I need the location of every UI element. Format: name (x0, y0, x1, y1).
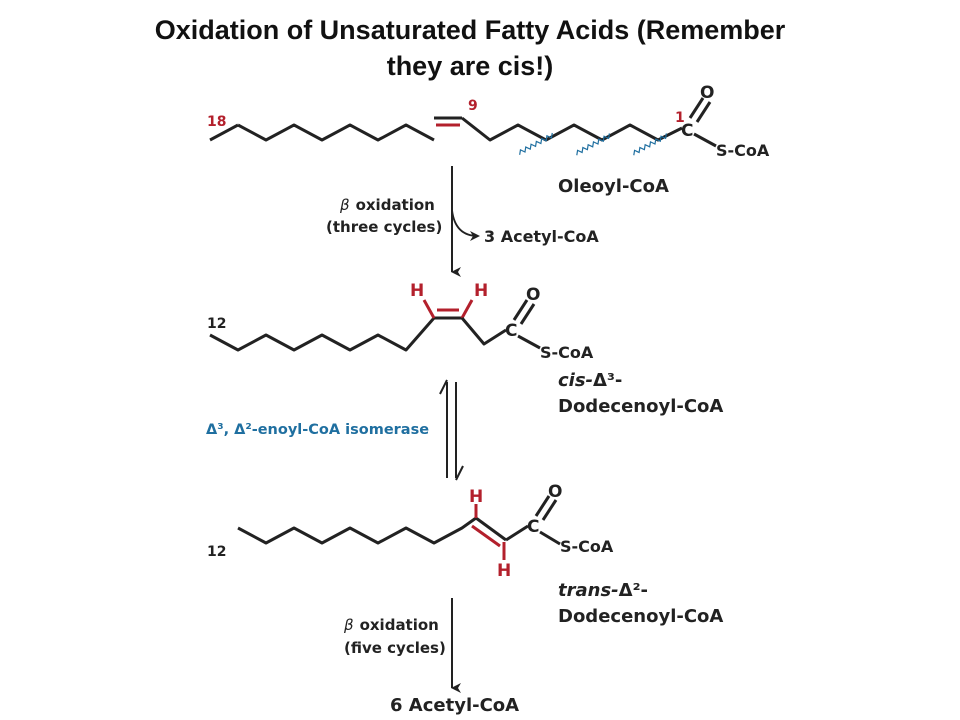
cleavage-mark-2 (576, 133, 610, 156)
cis-name-line-1: cis-Δ³- (558, 370, 622, 391)
step1-label-line-2: (three cycles) (326, 218, 442, 236)
oleoyl-chain-left (237, 123, 435, 142)
cis-h-left: H (410, 281, 424, 301)
equilibrium-right-head (455, 465, 464, 481)
cleavage-mark-1 (519, 132, 553, 155)
isomerase-step: Δ³, Δ²-enoyl-CoA isomerase (206, 379, 464, 481)
trans-double-bond-highlight (471, 524, 501, 548)
oleoyl-oxygen: O (700, 83, 714, 103)
oleoyl-co-bond-1 (688, 97, 705, 119)
cis-h-left-bond (422, 299, 436, 319)
trans-co-bond-1 (534, 495, 551, 517)
cis-c12-label: 12 (207, 316, 226, 332)
cis-h-right-bond (460, 299, 474, 319)
oleoyl-carbon: C (681, 121, 693, 141)
cis-delta: Δ³- (593, 370, 622, 391)
trans-cs-bond (539, 530, 561, 546)
cis-chain-end (460, 317, 507, 346)
trans-double-bond (475, 516, 507, 542)
page-title: Oxidation of Unsaturated Fatty Acids (Re… (70, 12, 870, 84)
cis-h-right: H (474, 281, 488, 301)
cis-name-line-2: Dodecenoyl-CoA (558, 396, 723, 417)
step2-label-line-2: (five cycles) (344, 639, 446, 657)
cis-cs-bond (517, 334, 541, 350)
cis-s-coa: S-CoA (540, 343, 594, 362)
c1-label: 1 (675, 110, 685, 126)
trans-c12-label: 12 (207, 544, 226, 560)
trans-oxygen: O (548, 482, 562, 502)
cleavage-mark-3 (633, 133, 667, 156)
equilibrium-left-head (439, 379, 448, 395)
oleoyl-coa-structure: 18 9 1 C O S-CoA Oleoyl-CoA (207, 83, 770, 197)
title-line-1: Oxidation of Unsaturated Fatty Acids (Re… (154, 15, 786, 45)
step1-beta-symbol: β (339, 196, 350, 214)
trans-dodecenoyl-coa-structure: 12 H H C O S-CoA trans-Δ²- Dodecenoyl-Co… (207, 482, 723, 627)
oleoyl-cs-bond (693, 132, 717, 148)
cis-co-bond-2 (519, 303, 536, 325)
oleoyl-coa-name: Oleoyl-CoA (558, 176, 669, 197)
oleoyl-chain-start (209, 123, 239, 142)
step2-label-line-1: β oxidation (343, 616, 439, 634)
cis-carbon: C (505, 321, 517, 341)
trans-h-top: H (469, 487, 483, 507)
trans-delta: Δ²- (619, 580, 648, 601)
oleoyl-s-coa: S-CoA (716, 141, 770, 160)
trans-chain (237, 516, 477, 545)
isomerase-label: Δ³, Δ²-enoyl-CoA isomerase (206, 422, 429, 438)
cis-dodecenoyl-coa-structure: 12 H H C O S-CoA cis-Δ³- Dodecenoyl-CoA (207, 281, 723, 417)
step2-oxidation-text: oxidation (360, 616, 439, 634)
step1-product: 3 Acetyl-CoA (484, 227, 599, 246)
trans-carbon: C (527, 517, 539, 537)
step2-beta-symbol: β (343, 616, 354, 634)
beta-oxidation-step-2: β oxidation (five cycles) 6 Acetyl-CoA (343, 598, 519, 716)
oleoyl-chain-right (461, 116, 683, 142)
oleoyl-co-bond-2 (695, 101, 712, 123)
step1-label-line-1: β oxidation (339, 196, 435, 214)
trans-name-line-2: Dodecenoyl-CoA (558, 606, 723, 627)
c9-label: 9 (468, 98, 478, 114)
beta-oxidation-step-1: β oxidation (three cycles) 3 Acetyl-CoA (326, 166, 599, 277)
trans-chain-end (505, 524, 529, 542)
title-line-2: they are cis!) (386, 51, 554, 81)
cis-prefix: cis- (558, 370, 593, 391)
step1-oxidation-text: oxidation (356, 196, 435, 214)
step2-product: 6 Acetyl-CoA (390, 695, 519, 716)
trans-prefix: trans- (558, 580, 619, 601)
cis-chain (209, 317, 436, 352)
cis-co-bond-1 (512, 299, 529, 321)
step1-side-arrow (451, 209, 480, 241)
trans-h-bottom: H (497, 561, 511, 581)
c18-label: 18 (207, 114, 226, 130)
trans-s-coa: S-CoA (560, 537, 614, 556)
cis-oxygen: O (526, 285, 540, 305)
trans-name-line-1: trans-Δ²- (558, 580, 648, 601)
trans-co-bond-2 (541, 499, 558, 521)
